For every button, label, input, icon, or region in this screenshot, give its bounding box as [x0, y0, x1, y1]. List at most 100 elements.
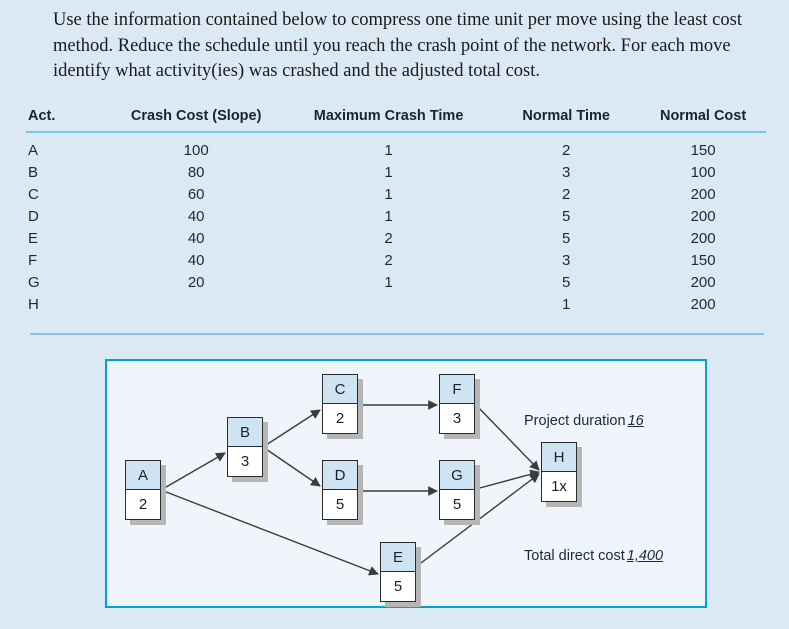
node-duration: 3 [440, 404, 474, 433]
node-body: F 3 [439, 374, 475, 434]
cell-max-crash-time: 2 [384, 252, 393, 269]
cell-crash-cost: 100 [183, 142, 209, 159]
cell-normal-cost: 200 [690, 230, 716, 247]
table-row: E 40 2 5 200 [26, 228, 766, 250]
node-duration: 2 [323, 404, 357, 433]
cell-act: D [28, 208, 39, 225]
node-body: G 5 [439, 460, 475, 520]
table-header: Act. Crash Cost (Slope) Maximum Crash Ti… [26, 108, 766, 133]
crash-data-table-container: Act. Crash Cost (Slope) Maximum Crash Ti… [26, 108, 766, 316]
table-row: B 80 1 3 100 [26, 162, 766, 184]
activity-node-a[interactable]: A 2 [125, 460, 166, 525]
cell-normal-cost: 200 [690, 296, 716, 313]
cell-normal-time: 1 [562, 296, 571, 313]
column-header-max-crash-time: Maximum Crash Time [284, 108, 493, 133]
node-body: A 2 [125, 460, 161, 520]
cell-act: G [28, 274, 40, 291]
activity-node-d[interactable]: D 5 [322, 460, 363, 525]
cell-max-crash-time: 2 [384, 230, 393, 247]
cell-crash-cost [107, 294, 285, 316]
cell-normal-cost: 200 [690, 208, 716, 225]
cell-normal-cost: 200 [690, 186, 716, 203]
node-body: E 5 [380, 542, 416, 602]
edge-g-h [475, 469, 540, 490]
node-body: D 5 [322, 460, 358, 520]
cell-max-crash-time: 1 [384, 164, 393, 181]
project-duration-label: Project duration [524, 413, 626, 429]
cell-act: E [28, 230, 39, 247]
node-label: H [542, 443, 576, 472]
table-row: H 1 200 [26, 294, 766, 316]
cell-act: H [28, 296, 39, 313]
activity-node-f[interactable]: F 3 [439, 374, 480, 439]
node-label: B [228, 418, 262, 447]
network-diagram-canvas: A 2 B 3 C 2 D 5 [107, 361, 705, 607]
node-body: B 3 [227, 417, 263, 477]
exercise-prompt: Use the information contained below to c… [53, 10, 742, 81]
cell-normal-cost: 100 [690, 164, 716, 181]
activity-node-e[interactable]: E 5 [380, 542, 421, 607]
cell-act: C [28, 186, 39, 203]
cell-crash-cost: 40 [187, 252, 205, 269]
cell-normal-time: 3 [562, 164, 571, 181]
cell-normal-cost: 200 [690, 274, 716, 291]
total-direct-cost-value: 1,400 [626, 548, 664, 564]
cell-max-crash-time [285, 294, 492, 316]
cell-normal-time: 2 [562, 142, 571, 159]
column-header-act: Act. [26, 108, 108, 133]
edge-b-c [262, 409, 321, 448]
cell-act: B [28, 164, 39, 181]
activity-node-g[interactable]: G 5 [439, 460, 480, 525]
table-row: C 60 1 2 200 [26, 184, 766, 206]
table-row: G 20 1 5 200 [26, 272, 766, 294]
node-duration: 2 [126, 490, 160, 519]
node-label: F [440, 375, 474, 404]
total-direct-cost-label: Total direct cost [524, 548, 625, 564]
node-duration: 5 [323, 490, 357, 519]
cell-crash-cost: 40 [187, 230, 205, 247]
node-label: D [323, 461, 357, 490]
network-diagram-panel: A 2 B 3 C 2 D 5 [105, 359, 707, 608]
table-row: D 40 1 5 200 [26, 206, 766, 228]
node-label: C [323, 375, 357, 404]
cell-normal-cost: 150 [690, 252, 716, 269]
crash-data-table: Act. Crash Cost (Slope) Maximum Crash Ti… [26, 108, 766, 316]
table-header-row: Act. Crash Cost (Slope) Maximum Crash Ti… [26, 108, 766, 133]
column-header-normal-cost: Normal Cost [640, 108, 766, 133]
column-header-normal-time: Normal Time [492, 108, 641, 133]
edge-a-b [160, 452, 226, 491]
cell-crash-cost: 20 [187, 274, 205, 291]
node-body: H 1x [541, 442, 577, 502]
table-row: A 100 1 2 150 [26, 132, 766, 162]
cell-normal-cost: 150 [690, 142, 716, 159]
node-label: A [126, 461, 160, 490]
activity-node-b[interactable]: B 3 [227, 417, 268, 482]
activity-node-h[interactable]: H 1x [541, 442, 582, 507]
node-duration: 5 [381, 572, 415, 601]
cell-normal-time: 3 [562, 252, 571, 269]
table-body: A 100 1 2 150 B 80 1 3 100 C 60 1 2 200 [26, 132, 766, 316]
cell-max-crash-time: 1 [384, 142, 393, 159]
node-duration: 1x [542, 472, 576, 501]
cell-max-crash-time: 1 [384, 274, 393, 291]
cell-max-crash-time: 1 [384, 186, 393, 203]
cell-act: F [28, 252, 38, 269]
cell-normal-time: 5 [562, 208, 571, 225]
node-duration: 3 [228, 447, 262, 476]
cell-crash-cost: 60 [187, 186, 205, 203]
edge-b-d [262, 446, 321, 487]
cell-normal-time: 2 [562, 186, 571, 203]
node-body: C 2 [322, 374, 358, 434]
node-label: G [440, 461, 474, 490]
project-duration-value: 16 [627, 413, 644, 429]
node-duration: 5 [440, 490, 474, 519]
activity-node-c[interactable]: C 2 [322, 374, 363, 439]
cell-crash-cost: 40 [187, 208, 205, 225]
cell-crash-cost: 80 [187, 164, 205, 181]
column-header-crash-cost: Crash Cost (Slope) [107, 108, 285, 133]
cell-normal-time: 5 [562, 230, 571, 247]
table-bottom-rule [30, 333, 764, 335]
cell-max-crash-time: 1 [384, 208, 393, 225]
